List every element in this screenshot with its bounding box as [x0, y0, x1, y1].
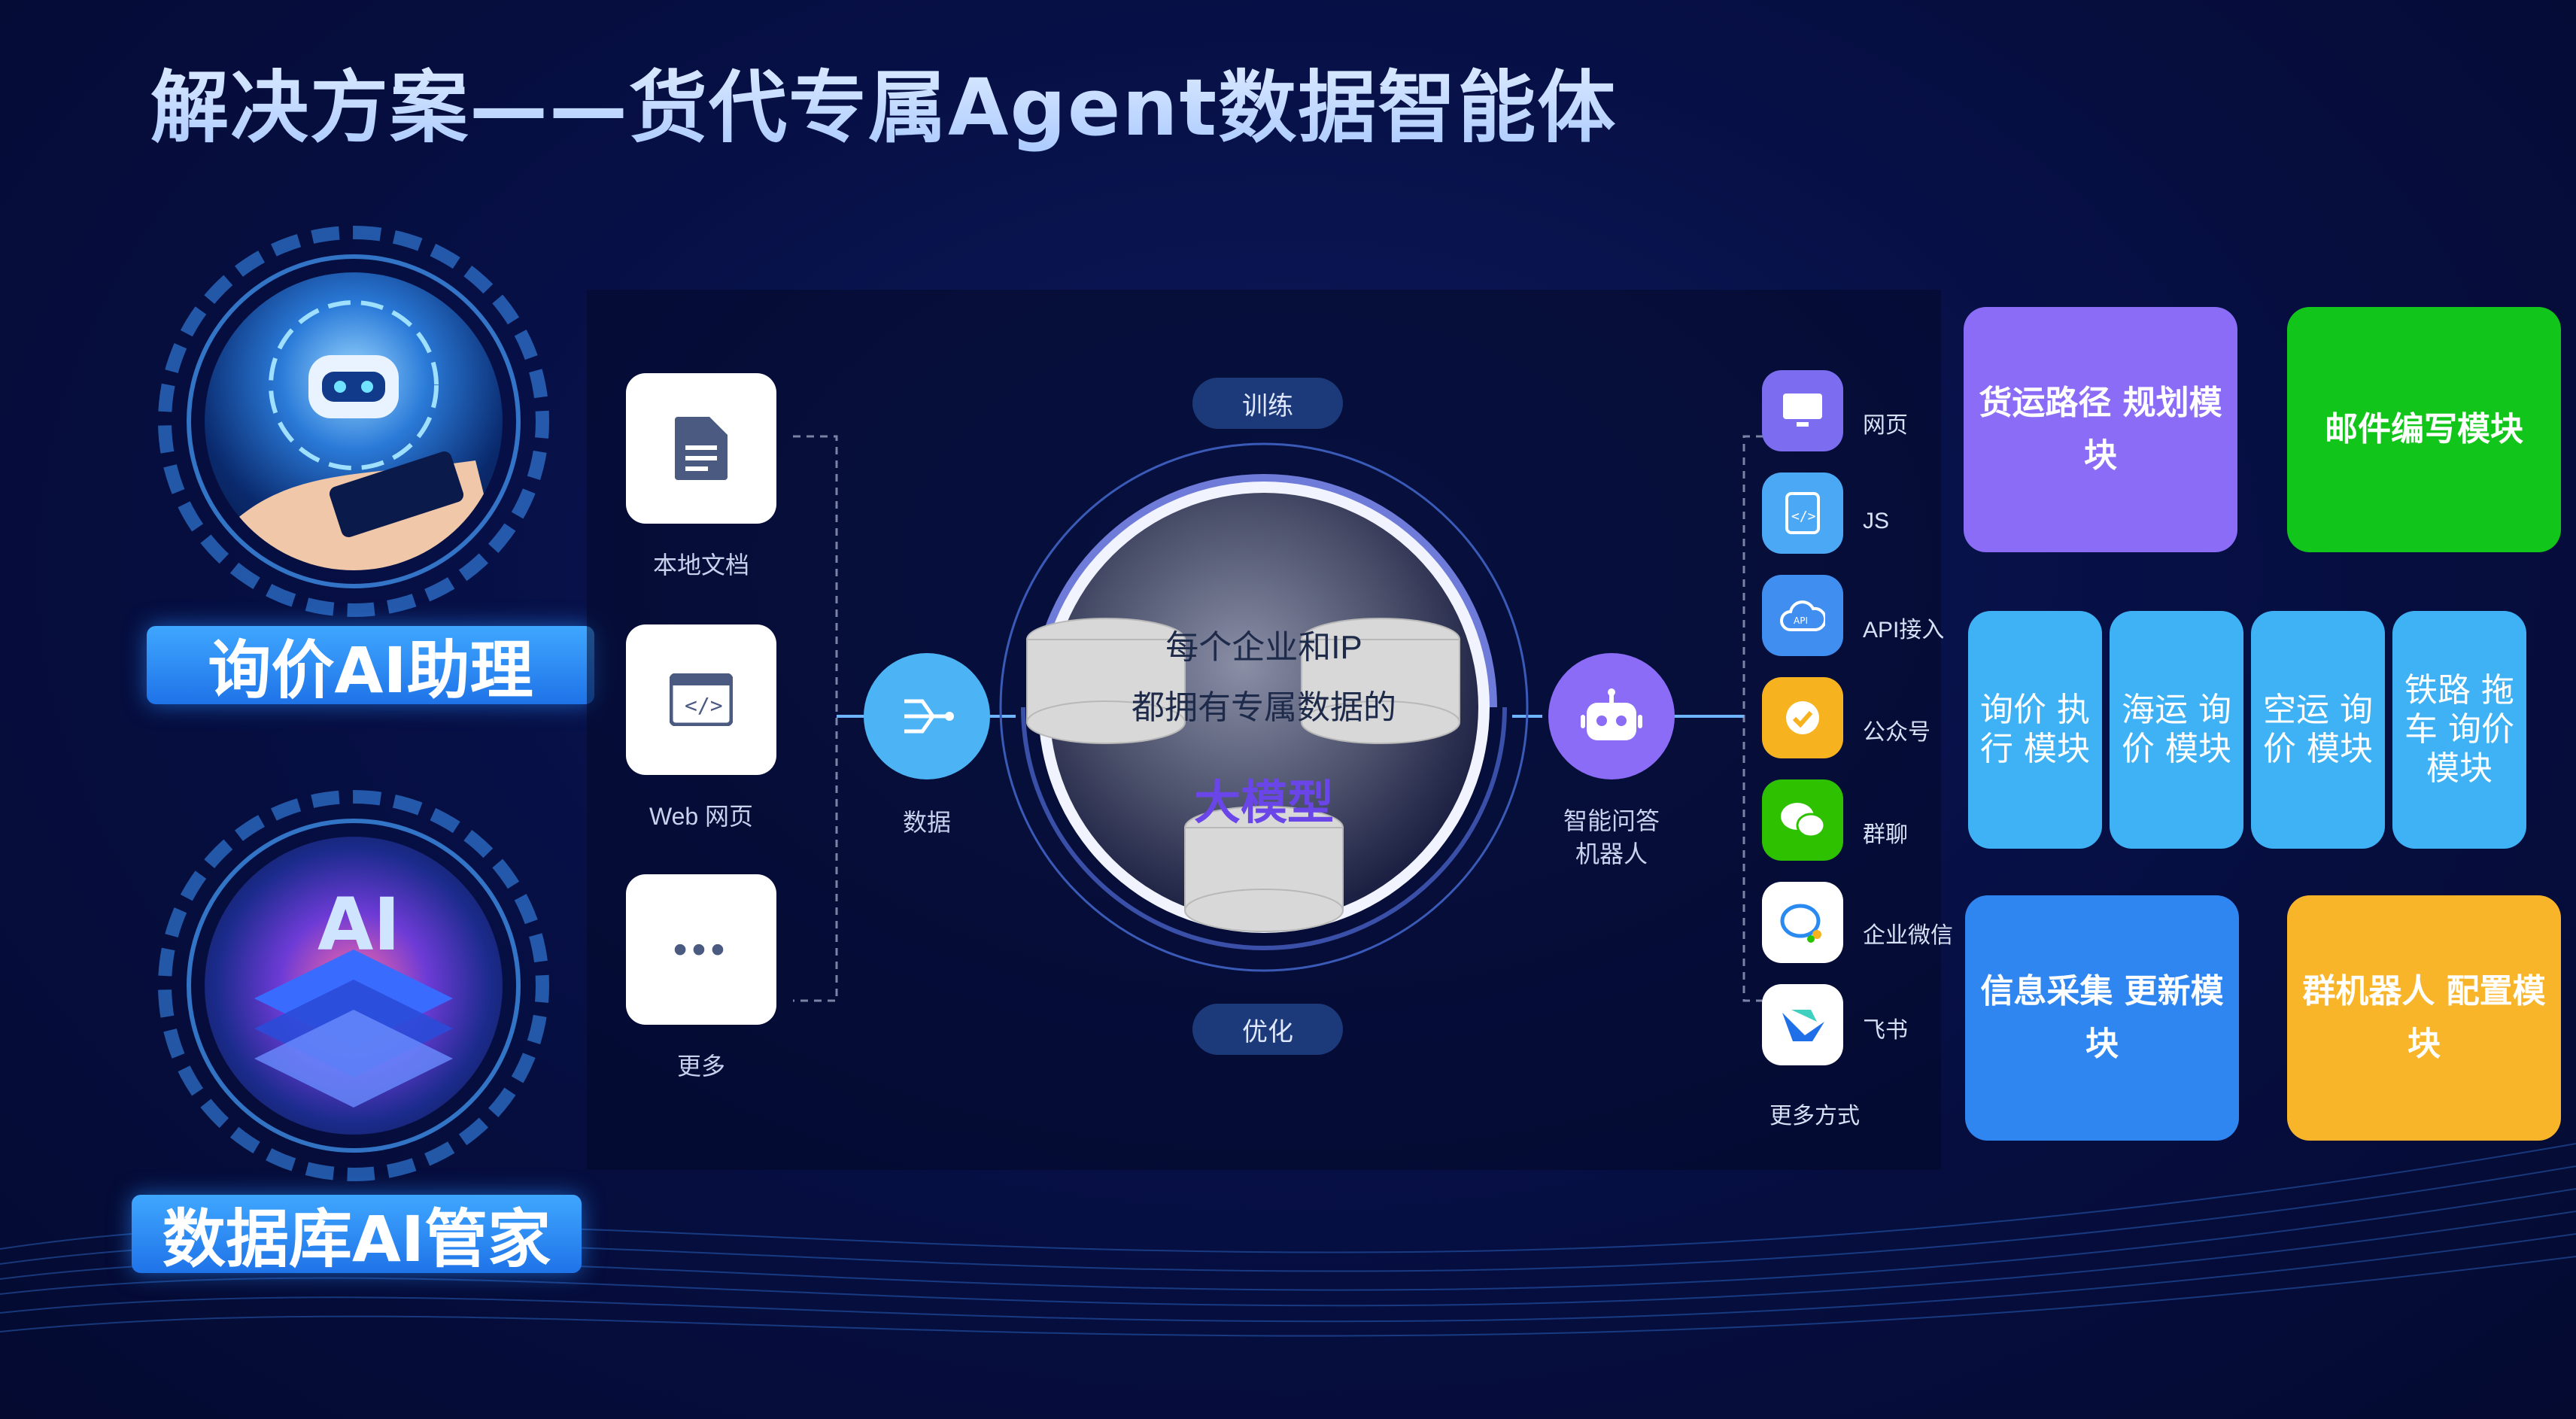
channels-more-label: 更多方式 [1769, 1104, 1860, 1129]
code-window-icon: </> [670, 673, 733, 726]
channel-label: 企业微信 [1863, 923, 1953, 948]
module-sea-inquiry[interactable]: 海运 询价 模块 [2110, 611, 2243, 849]
data-node-label: 数据 [902, 809, 951, 836]
js-file-icon: </> [1785, 492, 1820, 534]
official-account-icon [1786, 701, 1819, 734]
core-text-1: 每个企业和IP [1165, 629, 1362, 666]
channel-label: 网页 [1863, 413, 1908, 438]
data-node[interactable] [864, 653, 990, 779]
source-card-more[interactable]: ••• [626, 874, 776, 1025]
optimize-tag: 优化 [1192, 1004, 1343, 1055]
more-icon: ••• [673, 927, 730, 972]
channel-label: API接入 [1863, 618, 1945, 643]
robot-icon [1581, 688, 1642, 740]
data-flow-icon [904, 699, 954, 734]
channel-api[interactable]: API [1762, 575, 1843, 656]
source-label: Web 网页 [649, 803, 754, 830]
qa-bot-label-1: 智能问答 [1563, 807, 1660, 834]
module-email-writing[interactable]: 邮件编写模块 [2287, 307, 2561, 552]
module-info-collection[interactable]: 信息采集 更新模块 [1965, 895, 2239, 1141]
channel-web[interactable] [1762, 370, 1843, 451]
source-label: 本地文档 [652, 551, 749, 579]
module-route-planning[interactable]: 货运路径 规划模块 [1964, 307, 2237, 552]
source-card-web[interactable]: </> [626, 624, 776, 775]
core-text-3: 大模型 [1193, 777, 1334, 829]
svg-text:</>: </> [685, 693, 723, 718]
svg-text:API: API [1794, 615, 1808, 626]
module-rail-inquiry[interactable]: 铁路 拖车 询价 模块 [2392, 611, 2526, 849]
module-group-bot[interactable]: 群机器人 配置模块 [2287, 895, 2561, 1141]
robot-hand-image [205, 300, 503, 570]
svg-text:AI: AI [317, 883, 400, 967]
train-tag: 训练 [1192, 378, 1343, 429]
core-text-2: 都拥有专属数据的 [1132, 689, 1396, 726]
channel-official-account[interactable] [1762, 677, 1843, 758]
wechat-icon [1781, 803, 1826, 838]
core-model-sphere [999, 442, 1529, 972]
channel-label: JS [1863, 509, 1890, 533]
channel-js[interactable]: </> [1762, 472, 1843, 554]
page-title: 解决方案——货代专属Agent数据智能体 [150, 44, 1617, 157]
monitor-icon [1783, 393, 1822, 427]
ai-chip-image: AI [254, 883, 453, 1108]
channel-wecom[interactable] [1762, 882, 1843, 963]
channel-label: 飞书 [1863, 1018, 1908, 1043]
source-label: 更多 [676, 1053, 725, 1080]
module-inquiry-exec[interactable]: 询价 执行 模块 [1968, 611, 2102, 849]
feishu-icon [1782, 1010, 1824, 1041]
assistant-label: 询价AI助理 [147, 626, 594, 707]
document-icon [675, 417, 728, 480]
wecom-icon [1780, 904, 1821, 943]
source-card-local-docs[interactable] [626, 373, 776, 524]
qa-bot-node[interactable] [1548, 653, 1675, 779]
api-cloud-icon: API [1780, 600, 1825, 631]
assistant-illustration [158, 226, 549, 617]
channel-label: 公众号 [1863, 720, 1930, 745]
database-label: 数据库AI管家 [132, 1195, 582, 1276]
database-illustration: AI [158, 790, 549, 1181]
channel-feishu[interactable] [1762, 984, 1843, 1065]
svg-text:</>: </> [1791, 509, 1816, 524]
channel-label: 群聊 [1863, 822, 1908, 847]
qa-bot-label-2: 机器人 [1575, 840, 1648, 868]
module-air-inquiry[interactable]: 空运 询价 模块 [2251, 611, 2385, 849]
channel-group-chat[interactable] [1762, 779, 1843, 861]
